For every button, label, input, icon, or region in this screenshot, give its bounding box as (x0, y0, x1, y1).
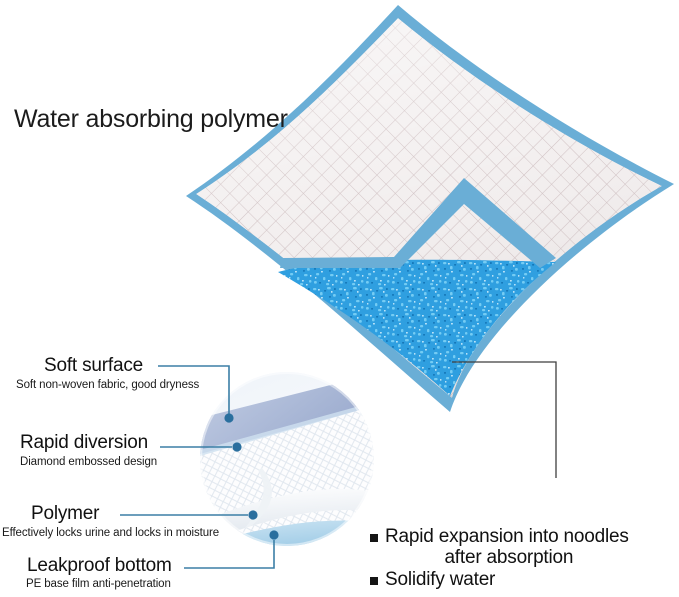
inset-fabric-bottom (200, 510, 374, 546)
bullet-line-2: after absorption (444, 547, 574, 568)
bullet-text-rapid-expansion: Rapid expansion into noodles after absor… (385, 526, 629, 568)
list-item: Solidify water (370, 569, 670, 590)
bullet-line-1: Rapid expansion into noodles (385, 526, 629, 547)
square-bullet-icon (370, 577, 378, 585)
callout-title-polymer: Polymer (31, 503, 100, 524)
flap-fold-chevron (280, 178, 556, 268)
square-bullet-icon (370, 534, 378, 542)
inset-fold-crease (200, 488, 374, 544)
polymer-crystal-layer (278, 259, 556, 396)
pad-inner-surface (196, 18, 662, 398)
list-item: Rapid expansion into noodles after absor… (370, 526, 670, 568)
callout-title-soft-surface: Soft surface (44, 355, 143, 376)
inset-fabric-top (200, 406, 374, 522)
page-title: Water absorbing polymer (14, 105, 288, 133)
callout-subtitle-polymer: Effectively locks urine and locks in moi… (2, 527, 220, 539)
bullet-line-1: Solidify water (385, 569, 496, 590)
callout-subtitle-soft-surface: Soft non-woven fabric, good dryness (16, 379, 200, 391)
pad-closeup-inset (200, 372, 374, 546)
callout-subtitle-leakproof-bottom: PE base film anti-penetration (26, 578, 171, 590)
inset-fold-shadow (240, 468, 272, 534)
callout-subtitle-rapid-diversion: Diamond embossed design (20, 456, 158, 468)
callout-title-rapid-diversion: Rapid diversion (20, 432, 148, 453)
inset-vignette (200, 372, 374, 546)
feature-bullet-list: Rapid expansion into noodles after absor… (370, 526, 670, 591)
bullet-text-solidify-water: Solidify water (385, 569, 495, 590)
absorbent-pad-illustration (186, 5, 674, 412)
inset-top-band (200, 374, 374, 454)
callout-title-leakproof-bottom: Leakproof bottom (27, 555, 172, 576)
